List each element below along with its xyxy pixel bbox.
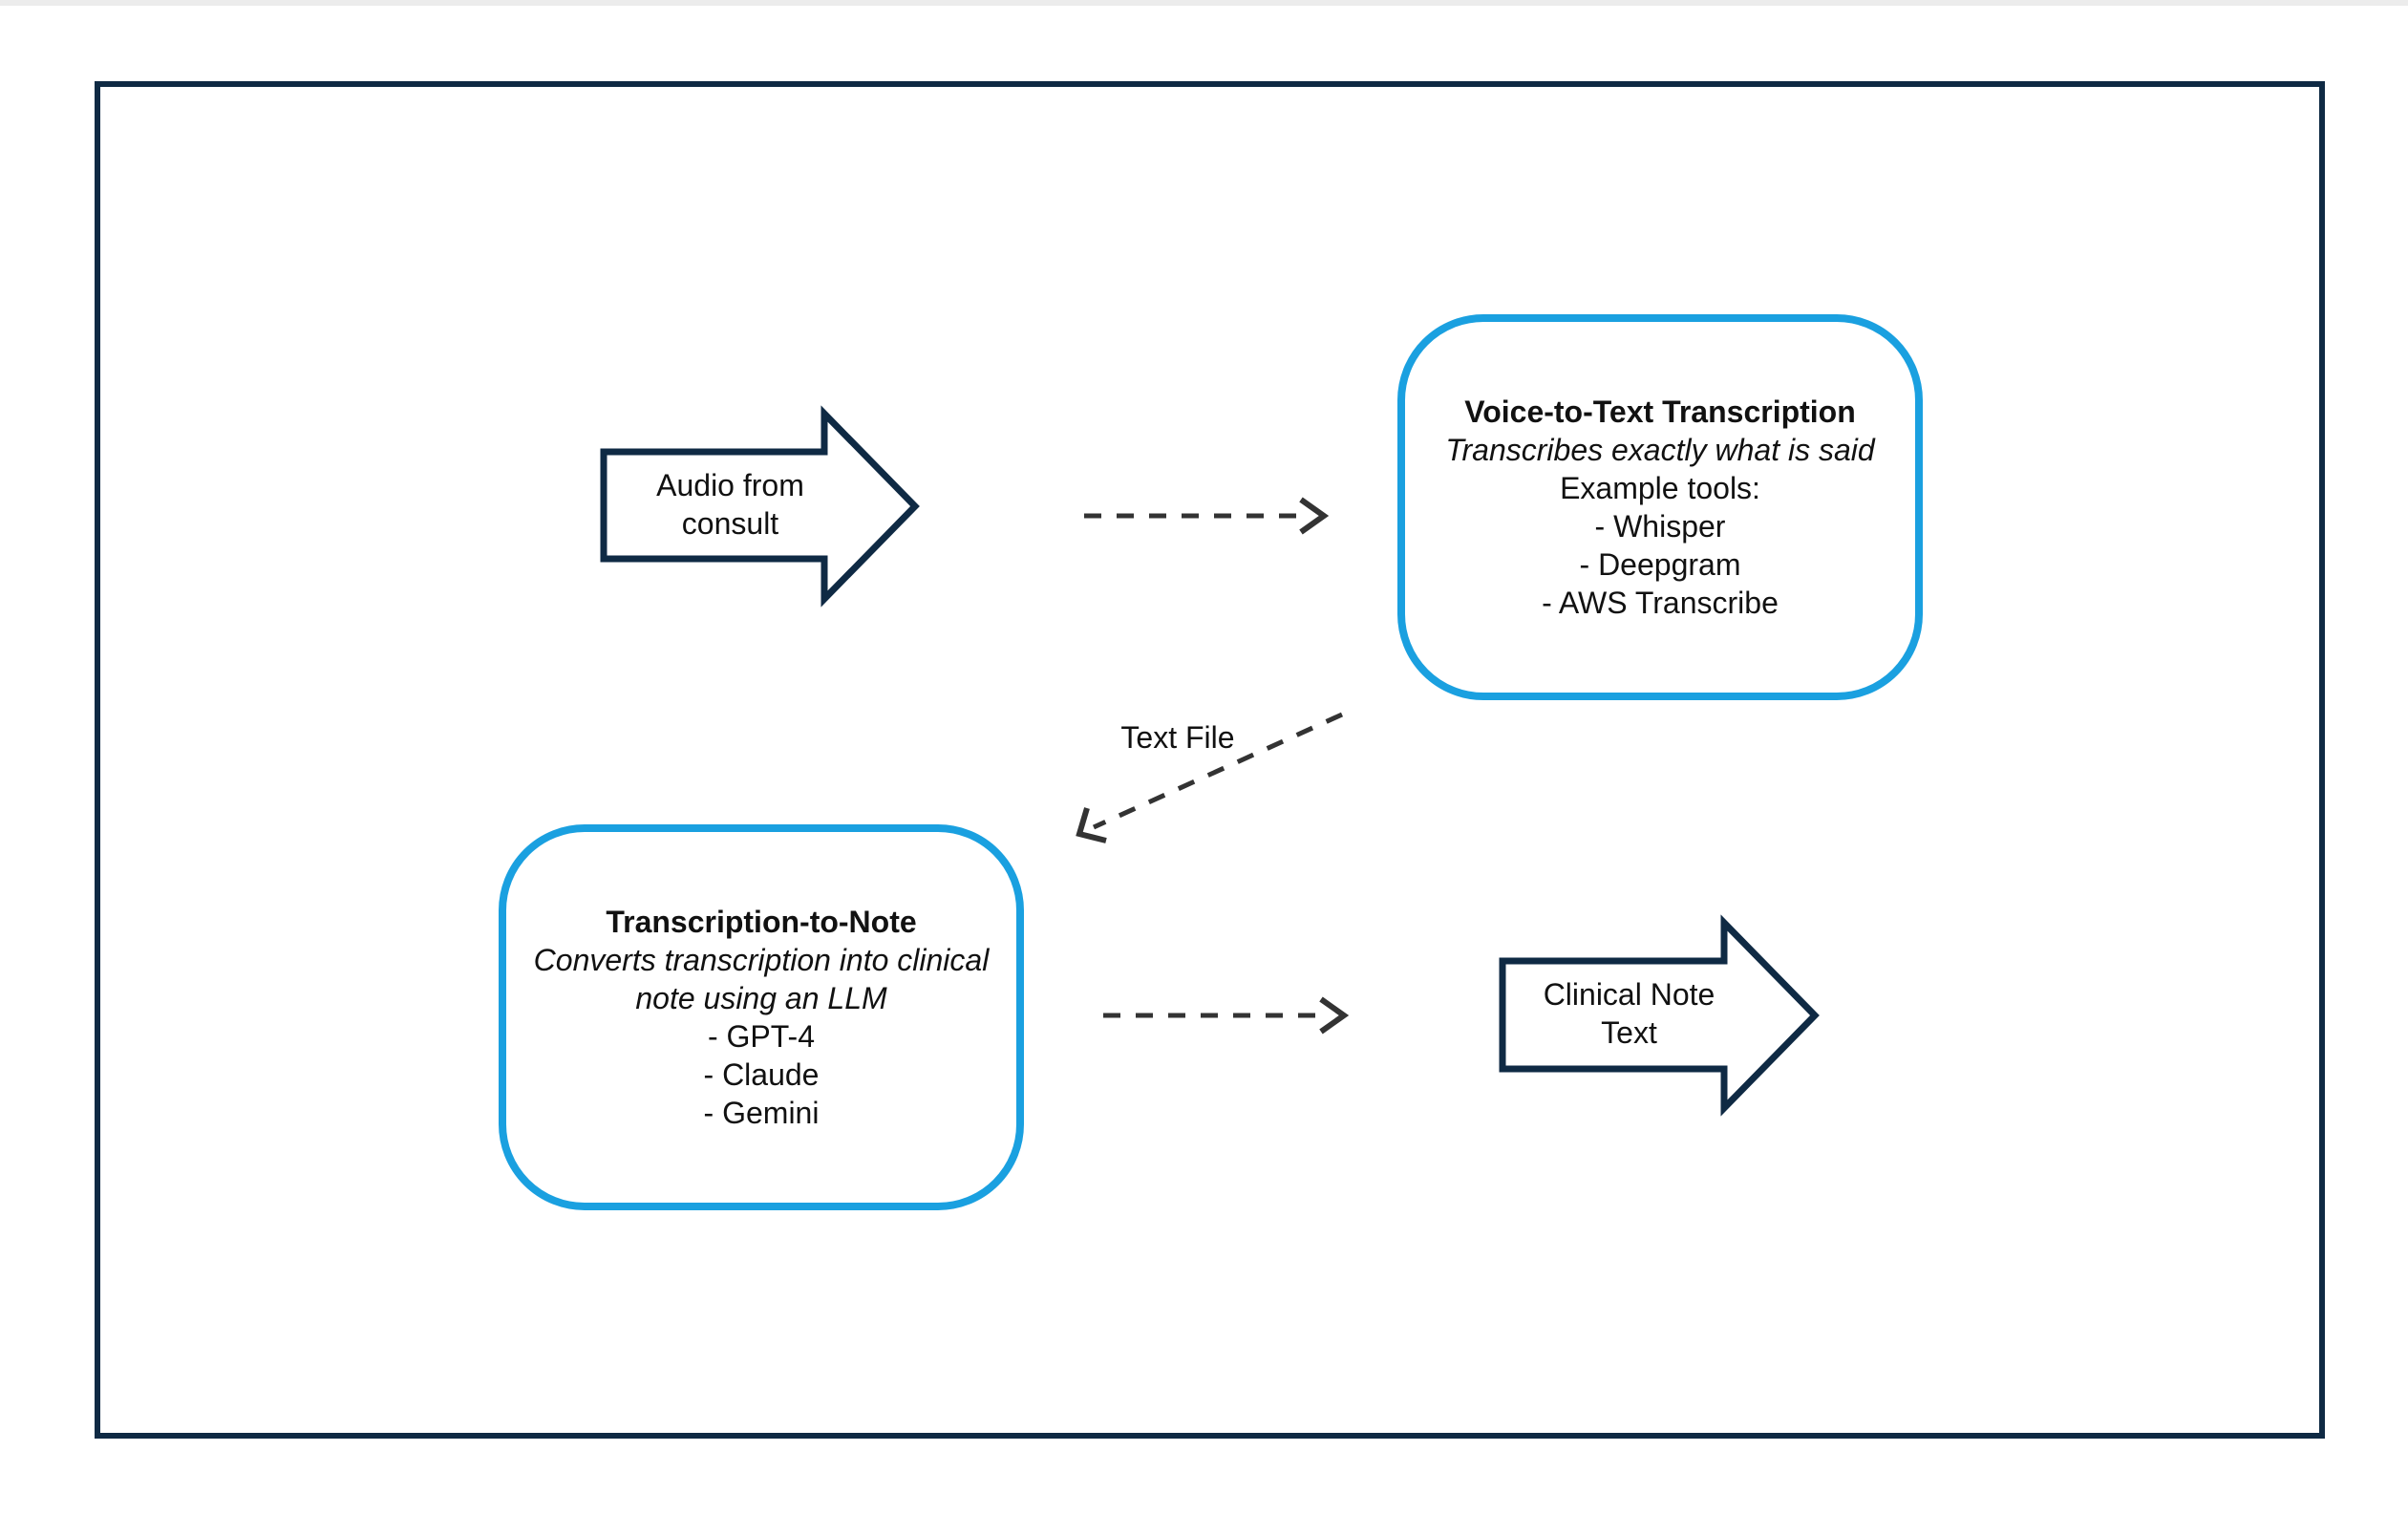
input-arrow-label-line-2: consult <box>681 506 779 541</box>
note-box-item: - Gemini <box>703 1096 820 1130</box>
note-box-title: Transcription-to-Note <box>606 905 917 939</box>
top-strip <box>0 0 2408 6</box>
note-box-item: - GPT-4 <box>707 1019 815 1054</box>
edge-label-text: Text File <box>1120 720 1235 755</box>
connector-audio-to-transcription-arrowhead <box>1299 497 1330 535</box>
output-arrow-label-line-1: Clinical Note <box>1543 977 1715 1012</box>
note-box-item: - Claude <box>703 1057 820 1092</box>
input-arrow-shape <box>600 405 920 608</box>
connector-transcription-to-note-arrowhead <box>1076 807 1107 843</box>
diagram-frame <box>95 81 2325 1439</box>
connector-transcription-to-note <box>1092 712 1344 830</box>
note-box-subtitle-line: Converts transcription into clinical <box>533 943 990 977</box>
transcription-box-item: - AWS Transcribe <box>1542 586 1779 620</box>
transcription-box-item: - Whisper <box>1594 509 1726 544</box>
input-arrow-label: Audio from consult <box>604 466 857 543</box>
note-box: Transcription-to-Note Converts transcrip… <box>499 824 1024 1210</box>
transcription-box-title: Voice-to-Text Transcription <box>1464 395 1856 429</box>
transcription-box: Voice-to-Text Transcription Transcribes … <box>1397 314 1923 700</box>
output-arrow-label-line-2: Text <box>1601 1015 1657 1050</box>
note-box-subtitle-line: note using an LLM <box>635 981 887 1015</box>
connector-note-to-output-arrowhead <box>1319 996 1350 1035</box>
input-arrow-label-line-1: Audio from <box>656 468 804 502</box>
transcription-box-item: - Deepgram <box>1579 547 1741 582</box>
transcription-box-subtitle: Transcribes exactly what is said <box>1445 433 1875 467</box>
transcription-box-item: Example tools: <box>1560 471 1760 505</box>
output-arrow-label: Clinical Note Text <box>1502 975 1756 1052</box>
edge-label-text-file: Text File <box>1082 718 1273 757</box>
output-arrow-shape <box>1499 914 1820 1117</box>
